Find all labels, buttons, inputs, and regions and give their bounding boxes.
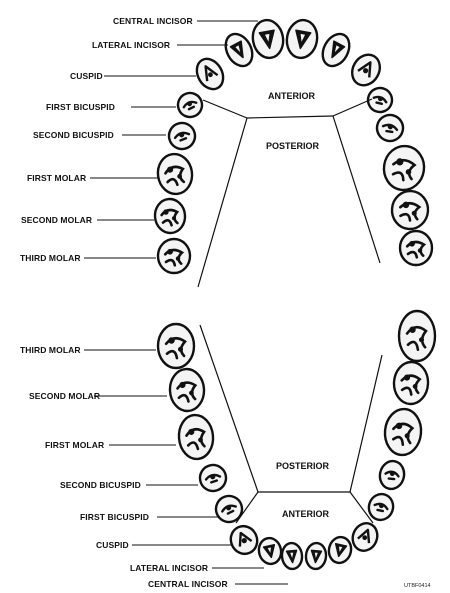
lower-left-central-incisor bbox=[280, 541, 304, 571]
lower-left-first-bicuspid bbox=[214, 494, 244, 524]
lower-posterior-left-edge bbox=[199, 324, 259, 493]
upper-left-first-bicuspid bbox=[176, 91, 204, 119]
upper-label-third-molar: THIRD MOLAR bbox=[20, 253, 81, 263]
upper-label-second-bicuspid: SECOND BICUSPID bbox=[33, 130, 114, 140]
lower-left-cuspid bbox=[229, 524, 259, 556]
lower-label-second-bicuspid: SECOND BICUSPID bbox=[60, 480, 141, 490]
upper-right-second-bicuspid bbox=[375, 113, 405, 143]
lower-left-third-molar bbox=[156, 322, 196, 370]
upper-left-second-molar bbox=[153, 197, 187, 235]
upper-left-cuspid bbox=[195, 57, 225, 91]
lower-anterior-left-edge bbox=[235, 491, 259, 524]
lower-label-cuspid: CUSPID bbox=[96, 540, 129, 550]
lower-left-first-molar bbox=[177, 413, 215, 461]
lower-label-first-molar: FIRST MOLAR bbox=[45, 440, 105, 450]
lower-left-second-molar bbox=[168, 367, 206, 413]
upper-label-first-molar: FIRST MOLAR bbox=[27, 173, 87, 183]
upper-right-central-incisor bbox=[285, 18, 319, 60]
teeth-layer bbox=[153, 18, 437, 571]
upper-label-cuspid: CUSPID bbox=[70, 71, 103, 81]
lower-anterior-label: ANTERIOR bbox=[282, 509, 329, 519]
lower-label-central-incisor: CENTRAL INCISOR bbox=[148, 579, 228, 589]
upper-label-lateral-incisor: LATERAL INCISOR bbox=[92, 40, 171, 50]
lower-anterior-right-edge bbox=[349, 491, 374, 524]
lower-label-third-molar: THIRD MOLAR bbox=[20, 345, 81, 355]
lower-right-cuspid bbox=[351, 522, 379, 552]
upper-right-third-molar bbox=[398, 229, 434, 267]
upper-right-second-molar bbox=[390, 189, 430, 231]
upper-label-central-incisor: CENTRAL INCISOR bbox=[113, 16, 193, 26]
upper-posterior-right-edge bbox=[332, 115, 381, 264]
upper-right-cuspid bbox=[350, 53, 382, 87]
lower-left-lateral-incisor bbox=[257, 536, 283, 566]
lower-label-lateral-incisor: LATERAL INCISOR bbox=[130, 563, 209, 573]
region-dividers bbox=[197, 98, 383, 524]
upper-posterior-left-edge bbox=[197, 117, 248, 288]
figure-code: UTBF0414 bbox=[404, 583, 431, 589]
lower-right-second-bicuspid bbox=[378, 459, 406, 491]
upper-label-first-bicuspid: FIRST BICUSPID bbox=[46, 102, 115, 112]
upper-label-second-molar: SECOND MOLAR bbox=[21, 215, 93, 225]
upper-left-third-molar bbox=[156, 237, 192, 275]
upper-right-lateral-incisor bbox=[321, 32, 351, 68]
upper-left-second-bicuspid bbox=[167, 121, 197, 151]
upper-left-central-incisor bbox=[251, 18, 285, 60]
upper-left-first-molar bbox=[156, 152, 194, 196]
lower-label-second-molar: SECOND MOLAR bbox=[29, 391, 101, 401]
upper-right-first-molar bbox=[382, 144, 426, 192]
upper-posterior-label: POSTERIOR bbox=[266, 141, 320, 151]
leader-lines bbox=[84, 20, 288, 585]
upper-anterior-label: ANTERIOR bbox=[268, 91, 315, 101]
lower-right-third-molar bbox=[397, 309, 437, 363]
upper-anterior-left-edge bbox=[202, 99, 248, 119]
upper-left-lateral-incisor bbox=[224, 32, 254, 68]
upper-right-first-bicuspid bbox=[366, 86, 394, 114]
upper-anterior-bottom-edge bbox=[246, 115, 334, 119]
lower-posterior-label: POSTERIOR bbox=[276, 461, 330, 471]
lower-right-lateral-incisor bbox=[327, 535, 353, 565]
lower-right-first-molar bbox=[383, 407, 423, 457]
lower-posterior-right-edge bbox=[349, 354, 383, 493]
lower-right-first-bicuspid bbox=[367, 492, 395, 522]
upper-anterior-right-edge bbox=[332, 98, 373, 117]
lower-left-second-bicuspid bbox=[198, 463, 228, 493]
lower-right-second-molar bbox=[392, 360, 430, 406]
lower-label-first-bicuspid: FIRST BICUSPID bbox=[80, 512, 149, 522]
lower-right-central-incisor bbox=[304, 541, 328, 571]
